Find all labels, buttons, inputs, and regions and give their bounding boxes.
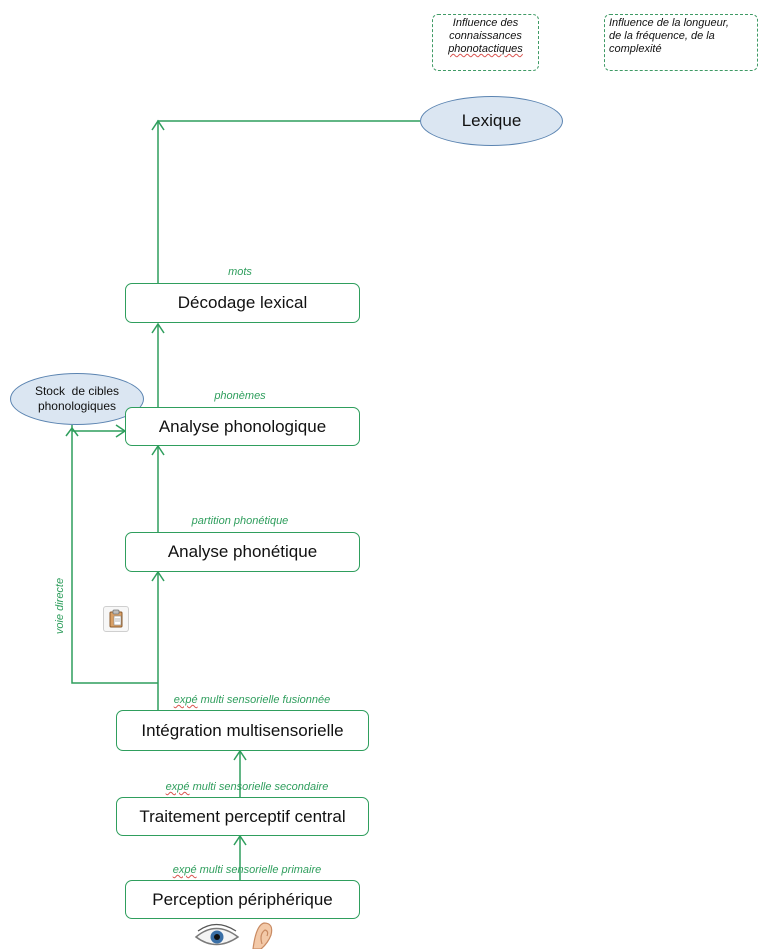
analyse-phonologique-box: Analyse phonologique <box>125 407 360 446</box>
eye-icon <box>194 923 240 946</box>
perception-peripherique-label: Perception périphérique <box>152 889 333 909</box>
arrow-decodage-to-lexique <box>157 120 420 283</box>
label-mots: mots <box>228 266 252 278</box>
stock-cibles-ellipse: Stock de cibles phonologiques <box>10 373 144 425</box>
integration-multisensorielle-box: Intégration multisensorielle <box>116 710 369 751</box>
label-expe-secondaire: expé multi sensorielle secondaire <box>165 781 329 793</box>
stock-label-line2: phonologiques <box>37 399 117 413</box>
stock-label-line1: Stock de cibles <box>34 384 120 398</box>
analyse-phonetique-label: Analyse phonétique <box>167 542 318 561</box>
clipboard-icon[interactable] <box>103 606 129 632</box>
note-length-frequency: Influence de la longueur, de la fréquenc… <box>604 14 758 71</box>
analyse-phonologique-label: Analyse phonologique <box>158 416 327 436</box>
note-phonotactic: Influence des connaissances phonotactiqu… <box>432 14 539 71</box>
label-expe-fusionnee: expé multi sensorielle fusionnée <box>173 694 331 706</box>
traitement-perceptif-box: Traitement perceptif central <box>116 797 369 836</box>
analyse-phonetique-box: Analyse phonétique <box>125 532 360 572</box>
decodage-lexical-box: Décodage lexical <box>125 283 360 323</box>
perception-peripherique-box: Perception périphérique <box>125 880 360 919</box>
label-phonemes: phonèmes <box>214 390 266 402</box>
decodage-lexical-label: Décodage lexical <box>177 293 308 312</box>
integration-multisensorielle-label: Intégration multisensorielle <box>141 720 344 740</box>
ear-icon <box>252 922 273 949</box>
lexique-ellipse: Lexique <box>420 96 563 146</box>
lexique-label: Lexique <box>461 111 522 130</box>
label-expe-primaire: expé multi sensorielle primaire <box>172 864 322 876</box>
label-voie-directe: voie directe <box>54 577 66 635</box>
arrow-voie-directe <box>71 430 158 684</box>
label-partition-phonetique: partition phonétique <box>191 515 289 527</box>
traitement-perceptif-label: Traitement perceptif central <box>139 806 346 826</box>
